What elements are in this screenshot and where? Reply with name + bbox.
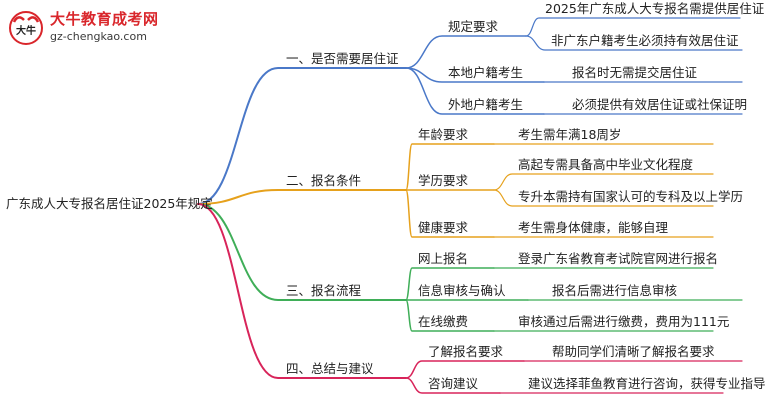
child-link [405,189,495,238]
child-node: 学历要求 [418,173,469,188]
child-link [405,67,545,83]
logo: 大牛 大牛教育成考网 gz-chengkao.com [4,6,184,50]
child-link [405,299,495,332]
child-link [405,377,501,394]
child-node: 外地户籍考生 [448,97,524,112]
branch-node: 四、总结与建议 [286,361,374,376]
branch-node: 二、报名条件 [286,173,362,188]
logo-mark-text: 大牛 [16,24,36,37]
logo-url: gz-chengkao.com [50,30,147,43]
branch-link [197,189,407,205]
leaf-link [525,17,741,37]
branch-node: 三、报名流程 [286,283,362,298]
root-node: 广东成人大专报名居住证2025年规定 [6,196,213,211]
leaf-node: 审核通过后需进行缴费，费用为111元 [518,314,730,329]
child-node: 了解报名要求 [428,344,504,359]
leaf-node: 报名后需进行信息审核 [552,283,678,298]
leaf-node: 2025年广东成人大专报名需提供居住证 [545,1,765,16]
child-node: 本地户籍考生 [448,65,524,80]
child-node: 网上报名 [418,251,469,266]
child-link [405,143,495,191]
child-node: 信息审核与确认 [418,283,506,298]
branch-node: 一、是否需要居住证 [286,51,399,66]
leaf-node: 登录广东省教育考试院官网进行报名 [518,251,719,266]
leaf-node: 专升本需持有国家认可的专科及以上学历 [518,189,744,204]
leaf-node: 考生需身体健康，能够自理 [518,220,669,235]
logo-title: 大牛教育成考网 [50,10,159,28]
child-node: 规定要求 [448,19,499,34]
child-node: 在线缴费 [418,314,469,329]
leaf-node: 必须提供有效居住证或社保证明 [572,97,748,112]
leaf-node: 报名时无需提交居住证 [572,65,698,80]
branch-link [197,67,407,205]
branch-link [197,203,407,301]
child-node: 咨询建议 [428,376,479,391]
leaf-node: 非广东户籍考生必须持有效居住证 [551,33,739,48]
logo-bull-icon: 大牛 [9,11,43,45]
child-link [405,360,525,379]
child-node: 年龄要求 [418,127,469,142]
leaf-link [493,189,714,207]
leaf-link [525,35,743,51]
leaf-node: 帮助同学们清晰了解报名要求 [552,344,715,359]
child-link [405,35,527,69]
leaf-node: 建议选择菲鱼教育进行咨询，获得专业指导 [528,376,766,391]
leaf-node: 高起专需具备高中毕业文化程度 [518,157,694,172]
leaf-link [493,173,714,191]
child-node: 健康要求 [418,220,469,235]
branch-link [197,203,407,379]
leaf-node: 考生需年满18周岁 [518,127,622,142]
child-link [405,267,495,301]
mindmap-links [197,17,743,394]
child-link [405,67,545,115]
